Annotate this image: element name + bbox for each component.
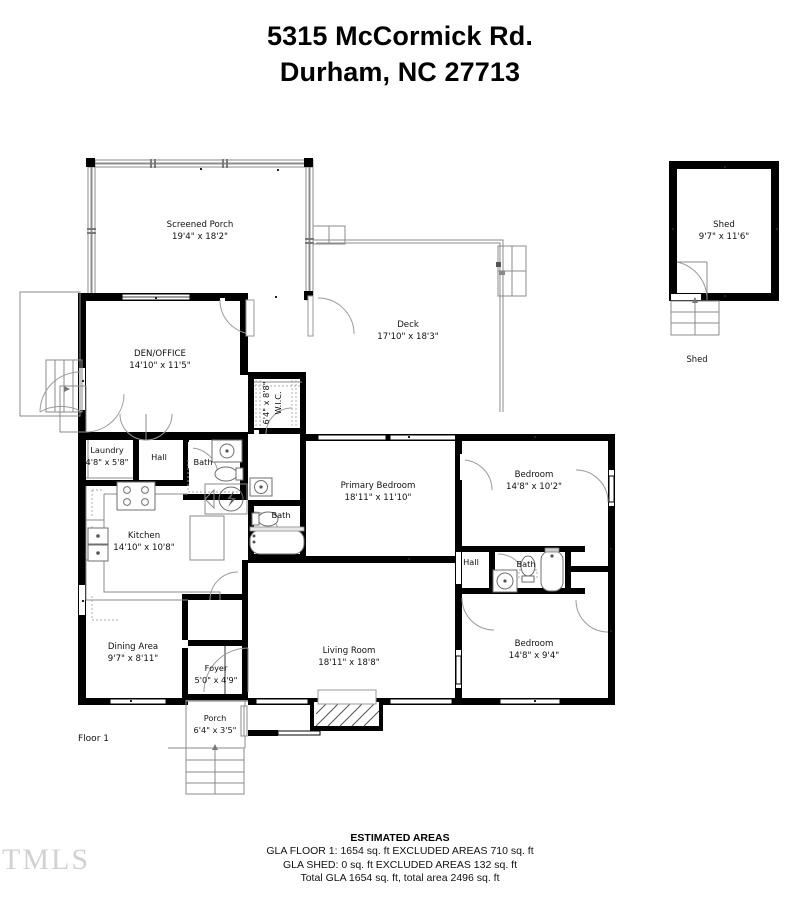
label-hall-left: Hall [151,452,167,462]
label-foyer-dim: 5'0" x 4'9" [195,675,238,685]
shed-structure: Shed 9'7" x 11'6" Shed [669,161,779,364]
page-title: 5315 McCormick Rd. Durham, NC 27713 [0,18,800,90]
label-porch-name: Porch [204,713,227,723]
label-bedroom-top-dim: 14'8" x 10'2" [506,482,562,492]
label-living-room-name: Living Room [323,646,376,656]
deck-structure [313,239,527,412]
label-bath-left: Bath [193,457,212,467]
label-dining-dim: 9'7" x 8'11" [108,654,159,664]
label-kitchen-name: Kitchen [128,531,160,541]
front-steps [185,744,245,795]
wic-shelving [254,380,302,428]
label-bath-right: Bath [516,559,535,569]
label-bath-primary: Bath [271,510,290,520]
watermark-logo: TMLS [2,843,91,876]
label-kitchen-dim: 14'10" x 10'8" [113,543,175,553]
left-bath-fixtures [187,439,273,515]
label-laundry-name: Laundry [90,445,124,455]
address-line-1: 5315 McCormick Rd. [267,21,533,51]
wall-tick-marks [82,166,778,702]
label-den-office-dim: 14'10" x 11'5" [129,361,191,371]
label-deck-name: Deck [397,320,419,330]
footer-line-1: GLA FLOOR 1: 1654 sq. ft EXCLUDED AREAS … [266,845,534,857]
label-laundry-dim: 4'8" x 5'8" [86,457,129,467]
label-wic-dim: 6'4" x 8'8" [261,382,271,425]
label-primary-bedroom-dim: 18'11" x 11'10" [345,493,412,503]
door-swings [59,295,609,693]
laundry-fixtures [86,440,133,479]
footer-line-3: Total GLA 1654 sq. ft, total area 2496 s… [300,872,500,884]
main-house-walls [78,293,615,795]
label-primary-bedroom-name: Primary Bedroom [341,481,416,491]
label-porch-dim: 6'4" x 3'5" [194,725,237,735]
label-shed-dim: 9'7" x 11'6" [699,232,750,242]
label-deck-dim: 17'10" x 18'3" [377,332,439,342]
label-wic-name: W.I.C. [273,391,283,414]
label-dining-name: Dining Area [108,642,158,652]
label-bedroom-bottom-dim: 14'8" x 9'4" [509,651,560,661]
label-hall-right: Hall [463,557,479,567]
right-bath-fixtures [492,547,564,593]
label-den-office-name: DEN/OFFICE [134,349,186,359]
label-shed-name: Shed [713,220,735,230]
label-shed-caption: Shed [686,354,707,364]
kitchen-fixtures [85,481,225,621]
room-labels: Screened Porch 19'4" x 18'2" Deck 17'10"… [78,220,562,744]
label-floor: Floor 1 [78,734,109,744]
label-living-room-dim: 18'11" x 18'8" [318,658,380,668]
primary-bath-fixtures [249,511,305,555]
label-screened-porch-name: Screened Porch [167,220,234,230]
side-entry-steps [19,291,83,417]
label-foyer-name: Foyer [205,663,228,673]
label-bedroom-top-name: Bedroom [515,470,554,480]
label-screened-porch-dim: 19'4" x 18'2" [172,232,228,242]
address-line-2: Durham, NC 27713 [279,57,521,87]
label-bedroom-bottom-name: Bedroom [515,639,554,649]
footer-heading: ESTIMATED AREAS [350,832,450,844]
footer-line-2: GLA SHED: 0 sq. ft EXCLUDED AREAS 132 sq… [282,858,517,871]
estimated-areas-footer: ESTIMATED AREAS GLA FLOOR 1: 1654 sq. ft… [0,831,800,886]
